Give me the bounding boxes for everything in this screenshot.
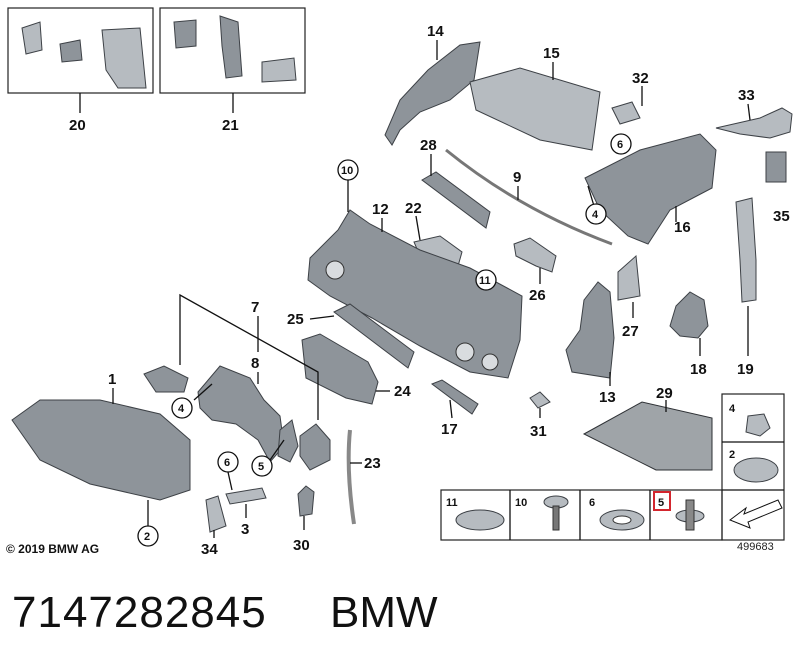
part-31: 31 bbox=[529, 391, 551, 440]
callout-6-circle-left: 6 bbox=[224, 457, 230, 469]
bottom-legend-label-3: 5 bbox=[658, 497, 664, 509]
part-18: 18 bbox=[669, 291, 709, 378]
callout-4-circle-top: 4 bbox=[592, 209, 599, 221]
diagram-ref: 499683 bbox=[737, 541, 774, 553]
callout-5-circle: 5 bbox=[258, 461, 264, 473]
part-14: 14 bbox=[384, 23, 481, 146]
side-legend-label-0: 4 bbox=[729, 403, 736, 415]
part-15: 15 bbox=[469, 45, 601, 151]
callout-27: 27 bbox=[622, 323, 639, 340]
callout-10-circle: 10 bbox=[341, 165, 353, 177]
callout-7: 7 bbox=[251, 299, 259, 316]
part-13: 13 bbox=[565, 281, 616, 406]
side-legend: 4 2 bbox=[721, 393, 785, 541]
callout-29: 29 bbox=[656, 385, 673, 402]
part-19: 19 bbox=[735, 197, 757, 378]
callout-15: 15 bbox=[543, 45, 560, 62]
callout-25: 25 bbox=[287, 311, 304, 328]
part-12: 12 10 11 bbox=[307, 159, 523, 379]
part-16: 16 4 bbox=[584, 133, 717, 245]
part-3: 3 6 bbox=[217, 451, 267, 538]
part-33: 33 bbox=[715, 87, 793, 139]
leader-lines-7-8: 7 8 bbox=[179, 293, 319, 420]
callout-23: 23 bbox=[364, 455, 381, 472]
callout-17: 17 bbox=[441, 421, 458, 438]
callout-21: 21 bbox=[222, 117, 239, 134]
callout-6-circle: 6 bbox=[617, 139, 623, 151]
callout-3: 3 bbox=[241, 521, 249, 538]
part-wheel-arch: 4 5 bbox=[143, 365, 331, 477]
callout-14: 14 bbox=[427, 23, 444, 40]
part-35: 35 bbox=[765, 151, 790, 225]
part-9: 9 bbox=[445, 148, 613, 246]
part-22: 22 bbox=[405, 200, 463, 267]
part-number: 7147282845 bbox=[12, 588, 267, 637]
callout-34: 34 bbox=[201, 541, 218, 558]
parts-diagram: 20 21 14 15 32 6 33 35 bbox=[7, 7, 793, 558]
callout-28: 28 bbox=[420, 137, 437, 154]
part-1: 1 2 bbox=[11, 371, 191, 547]
part-23: 23 bbox=[346, 429, 381, 525]
callout-24: 24 bbox=[394, 383, 411, 400]
callout-35: 35 bbox=[773, 208, 790, 225]
callout-22: 22 bbox=[405, 200, 422, 217]
kit-21-group: 21 bbox=[159, 7, 306, 134]
callout-26: 26 bbox=[529, 287, 546, 304]
callout-16: 16 bbox=[674, 219, 691, 236]
bottom-legend-label-0: 11 bbox=[446, 497, 458, 509]
callout-1: 1 bbox=[108, 371, 116, 388]
part-28: 28 bbox=[420, 137, 491, 229]
callout-20: 20 bbox=[69, 117, 86, 134]
part-17: 17 bbox=[430, 379, 479, 438]
callout-8: 8 bbox=[251, 355, 259, 372]
callout-9: 9 bbox=[513, 169, 521, 186]
copyright: © 2019 BMW AG bbox=[6, 542, 100, 556]
part-29: 29 bbox=[582, 385, 713, 471]
callout-2-circle: 2 bbox=[144, 531, 150, 543]
callout-12: 12 bbox=[372, 201, 389, 218]
side-legend-label-1: 2 bbox=[729, 449, 735, 461]
callout-33: 33 bbox=[738, 87, 755, 104]
part-32: 32 6 bbox=[610, 70, 649, 155]
bottom-legend-label-1: 10 bbox=[515, 497, 527, 509]
part-34: 34 bbox=[201, 495, 227, 558]
bottom-legend-label-2: 6 bbox=[589, 497, 595, 509]
callout-18: 18 bbox=[690, 361, 707, 378]
part-24: 24 bbox=[301, 333, 411, 405]
brand: BMW bbox=[330, 588, 438, 637]
callout-11-circle: 11 bbox=[479, 275, 491, 287]
highlight-box-5 bbox=[653, 491, 671, 511]
callout-30: 30 bbox=[293, 537, 310, 554]
callout-19: 19 bbox=[737, 361, 754, 378]
callout-4-circle-left: 4 bbox=[178, 403, 185, 415]
callout-31: 31 bbox=[530, 423, 547, 440]
part-27: 27 bbox=[617, 254, 641, 340]
part-30: 30 bbox=[293, 485, 315, 554]
callout-13: 13 bbox=[599, 389, 616, 406]
part-26: 26 bbox=[513, 237, 557, 304]
part-25: 25 bbox=[287, 303, 415, 369]
callout-32: 32 bbox=[632, 70, 649, 87]
kit-20-group: 20 bbox=[7, 7, 154, 134]
bottom-legend: 11 10 6 5 bbox=[440, 489, 723, 541]
